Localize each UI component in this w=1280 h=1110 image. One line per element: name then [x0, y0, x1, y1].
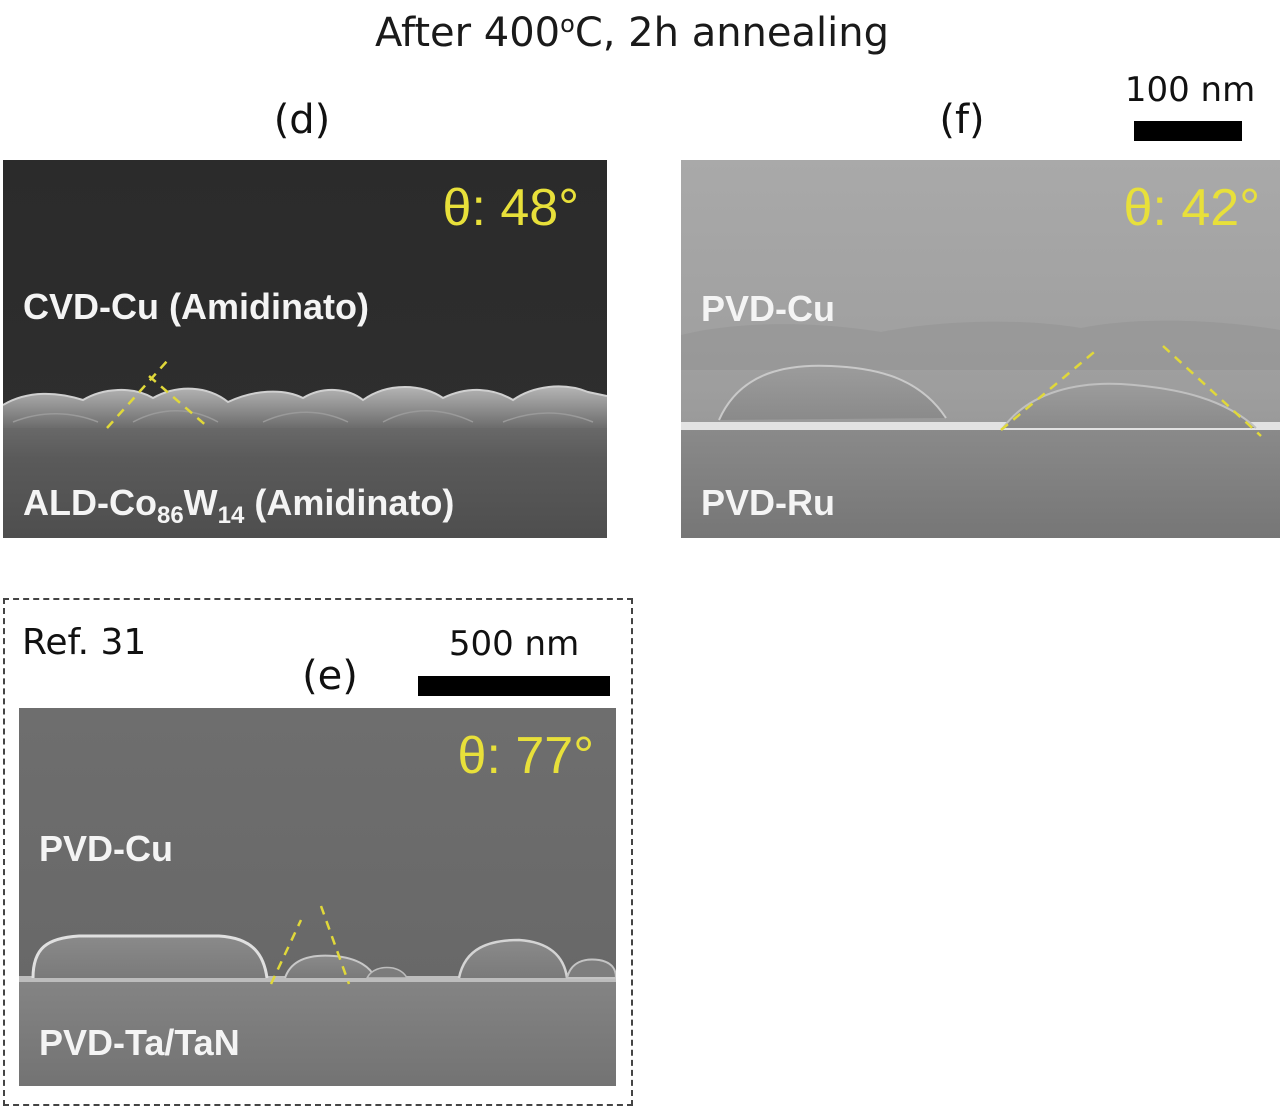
panel-d-label: (d)	[273, 97, 331, 143]
contact-angle-d: θ: 48°	[442, 179, 579, 237]
top-layer-f: PVD-Cu	[701, 288, 835, 329]
top-layer-e: PVD-Cu	[39, 828, 173, 869]
contact-angle-f: θ: 42°	[1123, 179, 1260, 237]
bottom-layer-f: PVD-Ru	[701, 482, 835, 523]
contact-angle-e: θ: 77°	[457, 727, 594, 785]
bottom-layer-d-text3: (Amidinato)	[244, 482, 455, 523]
sem-image-f-graphic	[681, 160, 1280, 538]
title-suffix: C, 2h annealing	[574, 10, 889, 56]
panel-f-label: (f)	[939, 97, 985, 143]
panel-e-label: (e)	[302, 653, 358, 699]
top-layer-d: CVD-Cu (Amidinato)	[23, 286, 369, 327]
reference-box	[3, 598, 633, 1106]
bottom-layer-e: PVD-Ta/TaN	[39, 1022, 240, 1063]
sem-image-d: θ: 48° CVD-Cu (Amidinato) ALD-Co86W14 (A…	[3, 160, 607, 538]
reference-label: Ref. 31	[22, 622, 147, 663]
title-prefix: After 400	[375, 10, 561, 56]
bottom-layer-d-text2: W	[183, 482, 218, 523]
scale-bar-e-label: 500 nm	[448, 624, 580, 664]
bottom-layer-d-sub1: 86	[156, 502, 184, 529]
sem-image-d-graphic	[3, 160, 607, 538]
sem-image-e-graphic	[19, 708, 616, 1086]
bottom-layer-d-sub2: 14	[217, 502, 245, 529]
figure-title: After 400oC, 2h annealing	[0, 0, 1264, 57]
sem-image-e: θ: 77° PVD-Cu PVD-Ta/TaN	[19, 708, 616, 1086]
bottom-layer-d: ALD-Co86W14 (Amidinato)	[23, 482, 454, 537]
degree-symbol: o	[560, 10, 575, 38]
bottom-layer-d-text: ALD-Co	[23, 482, 157, 523]
sem-image-f: θ: 42° PVD-Cu PVD-Ru	[681, 160, 1280, 538]
scale-bar-f-label: 100 nm	[1124, 70, 1256, 110]
scale-bar-f	[1134, 121, 1242, 141]
scale-bar-e	[418, 676, 610, 696]
